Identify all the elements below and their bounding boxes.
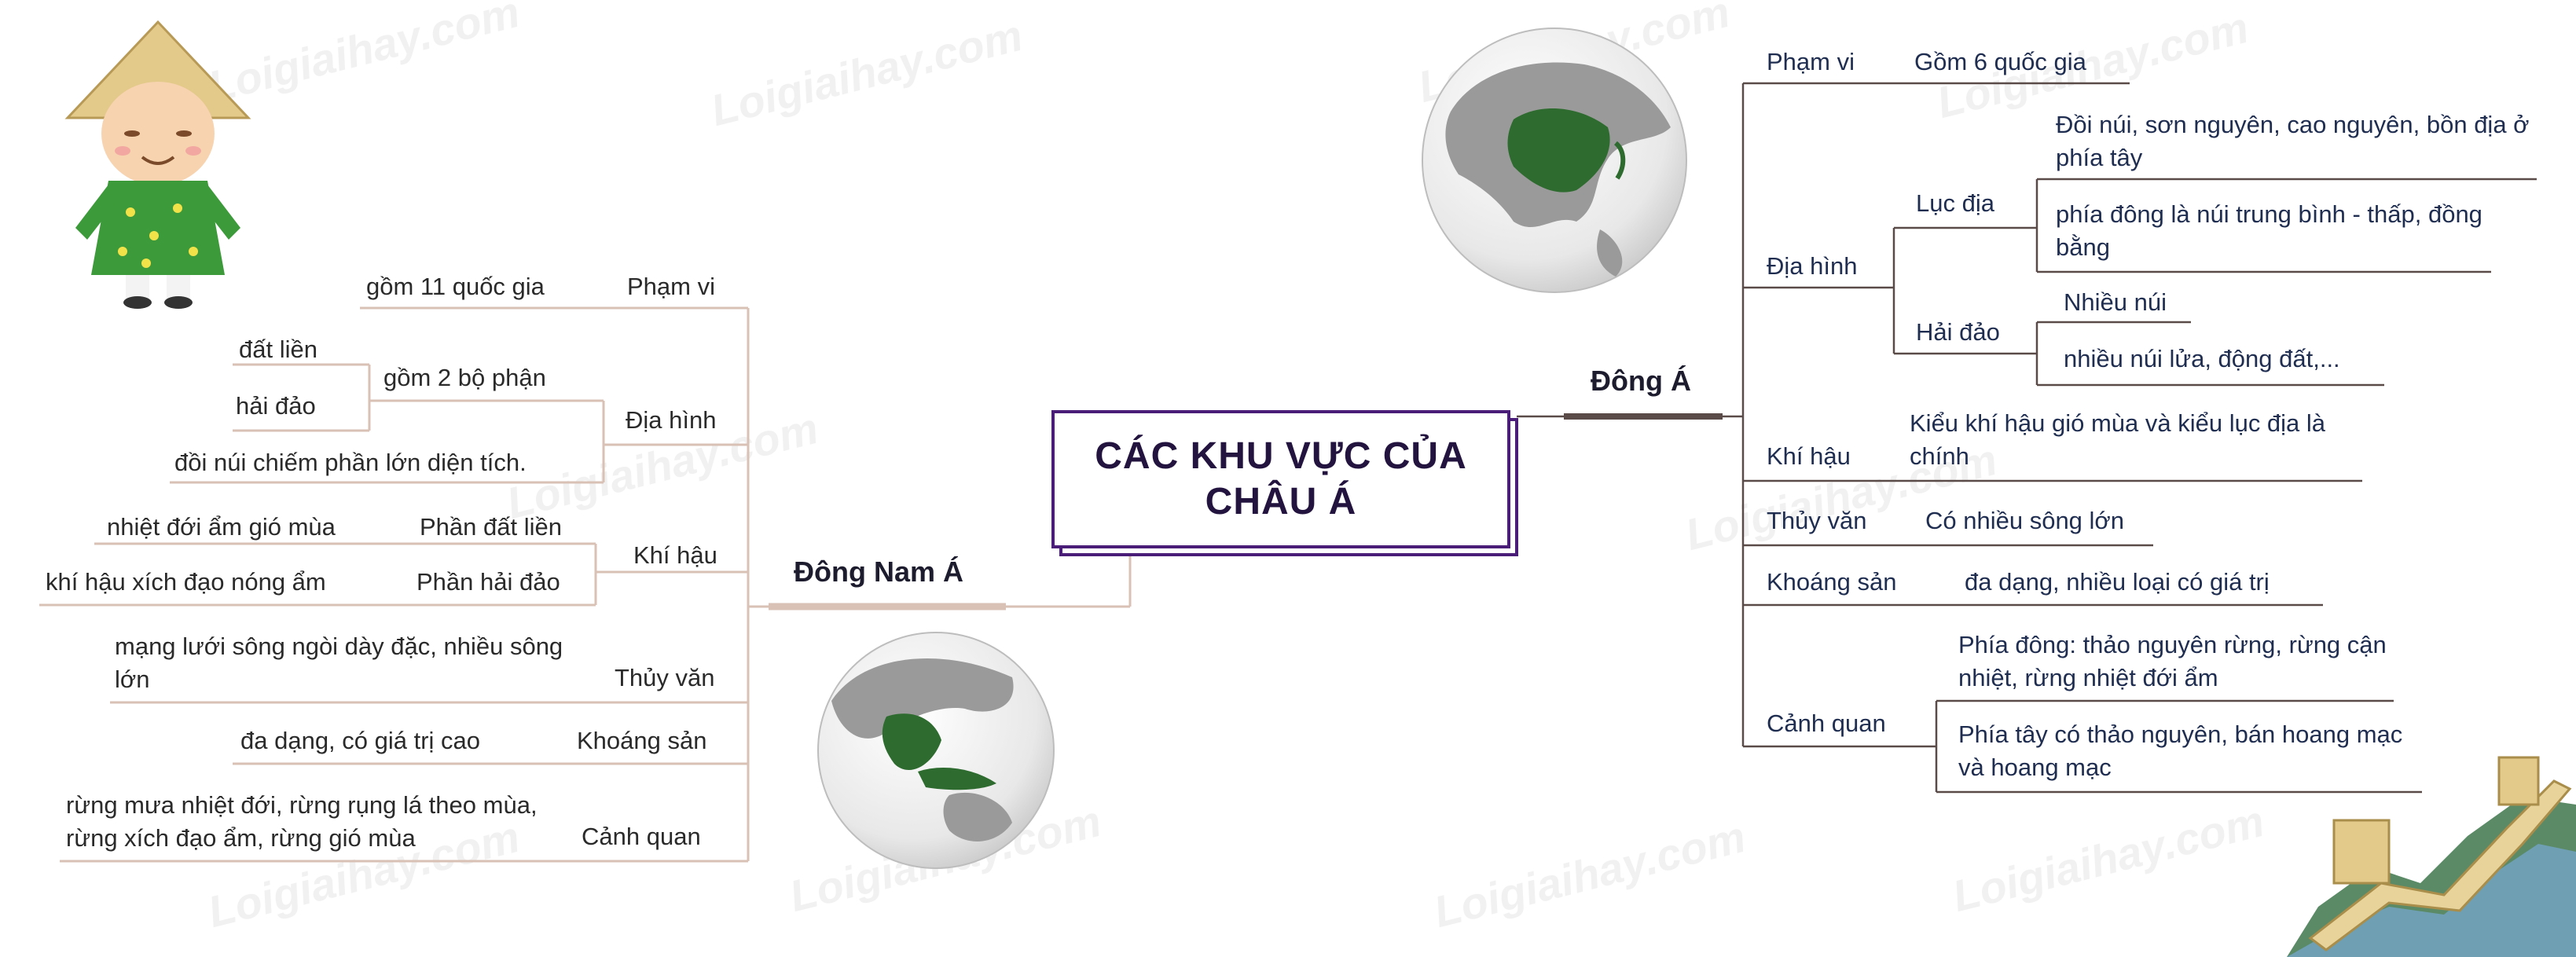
right-pham-vi-value: Gồm 6 quốc gia bbox=[1914, 48, 2086, 75]
right-luc-dia-2: phía đông là núi trung bình - thấp, đồng… bbox=[2056, 200, 2482, 261]
left-canh-quan-label: Cảnh quan bbox=[582, 823, 701, 850]
right-canh-quan-label: Cảnh quan bbox=[1767, 710, 1886, 737]
left-khi-hau-mainland-value: nhiệt đới ẩm gió mùa bbox=[107, 513, 336, 541]
great-wall-illustration bbox=[2287, 756, 2576, 957]
right-canh-quan-value1: Phía đông: thảo nguyên rừng, rừng cận nh… bbox=[1958, 631, 2387, 691]
right-hai-dao-1: Nhiều núi bbox=[2064, 288, 2167, 316]
boy-illustration bbox=[64, 20, 251, 309]
left-canh-quan-value: rừng mưa nhiệt đới, rừng rụng lá theo mù… bbox=[66, 791, 538, 852]
left-khoang-san-value: đa dạng, có giá trị cao bbox=[240, 727, 481, 754]
right-dia-hinh-label: Địa hình bbox=[1767, 252, 1858, 280]
left-khoang-san-label: Khoáng sản bbox=[577, 727, 707, 754]
left-dia-hinh-part2: hải đảo bbox=[236, 392, 316, 420]
right-hai-dao-label: Hải đảo bbox=[1916, 318, 2000, 346]
left-dia-hinh-label: Địa hình bbox=[626, 406, 717, 434]
right-khi-hau-label: Khí hậu bbox=[1767, 442, 1851, 470]
right-canh-quan-value2: Phía tây có thảo nguyên, bán hoang mạc v… bbox=[1958, 720, 2403, 781]
east-asia-hub: Đông Á bbox=[1591, 365, 1691, 397]
globe-southeast-asia-image bbox=[817, 632, 1055, 869]
right-thuy-van-value: Có nhiều sông lớn bbox=[1925, 507, 2124, 534]
right-pham-vi-label: Phạm vi bbox=[1767, 48, 1855, 75]
globe-east-asia-image bbox=[1422, 28, 1687, 293]
right-khoang-san-label: Khoáng sản bbox=[1767, 568, 1897, 596]
right-luc-dia-1: Đồi núi, sơn nguyên, cao nguyên, bồn địa… bbox=[2056, 111, 2530, 171]
right-hai-dao-2: nhiều núi lửa, động đất,... bbox=[2064, 345, 2340, 372]
left-dia-hinh-part1: đất liền bbox=[239, 336, 317, 363]
left-khi-hau-label: Khí hậu bbox=[633, 541, 717, 569]
right-khi-hau-value: Kiểu khí hậu gió mùa và kiểu lục địa là … bbox=[1910, 409, 2326, 470]
southeast-asia-hub: Đông Nam Á bbox=[794, 556, 963, 588]
left-dia-hinh-note: đồi núi chiếm phần lớn diện tích. bbox=[174, 449, 527, 476]
left-dia-hinh-parts-label: gồm 2 bộ phận bbox=[383, 364, 546, 391]
central-title-box: CÁC KHU VỰC CỦA CHÂU Á bbox=[1051, 410, 1510, 548]
right-luc-dia-label: Lục địa bbox=[1916, 189, 1994, 217]
central-title: CÁC KHU VỰC CỦA CHÂU Á bbox=[1095, 435, 1467, 522]
right-khoang-san-value: đa dạng, nhiều loại có giá trị bbox=[1965, 568, 2270, 596]
left-thuy-van-value: mạng lưới sông ngòi dày đặc, nhiều sông … bbox=[115, 632, 563, 693]
left-thuy-van-label: Thủy văn bbox=[615, 664, 715, 691]
left-pham-vi-label: Phạm vi bbox=[627, 273, 715, 300]
left-khi-hau-island-label: Phần hải đảo bbox=[416, 568, 560, 596]
left-khi-hau-island-value: khí hậu xích đạo nóng ẩm bbox=[46, 568, 326, 596]
left-khi-hau-mainland-label: Phần đất liền bbox=[420, 513, 562, 541]
right-thuy-van-label: Thủy văn bbox=[1767, 507, 1867, 534]
left-pham-vi-value: gồm 11 quốc gia bbox=[366, 273, 545, 300]
